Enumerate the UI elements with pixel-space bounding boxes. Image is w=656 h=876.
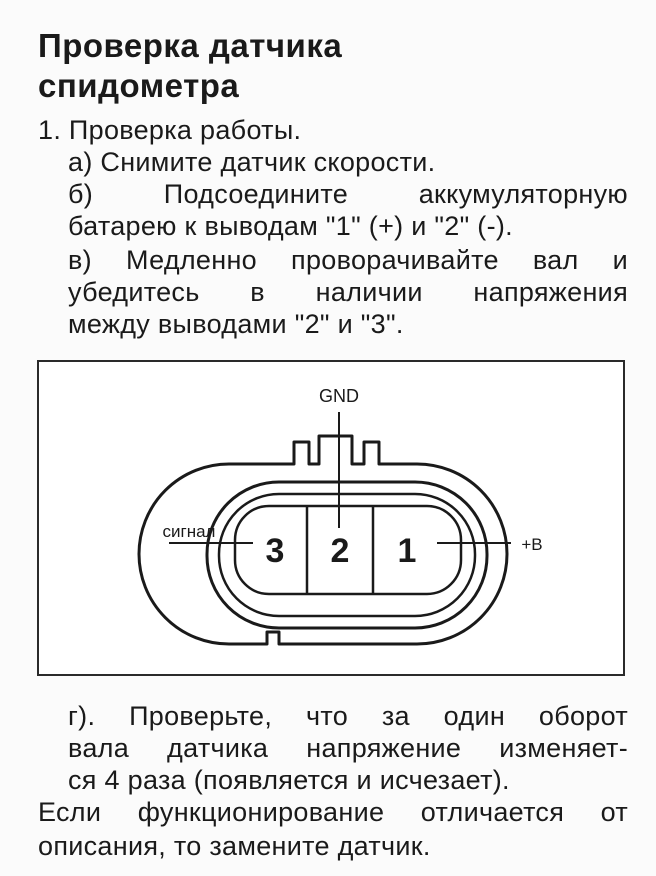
- signal-label: сигнал: [163, 522, 216, 541]
- step-c-line-2: убедитесь в наличии напряжения: [68, 277, 628, 307]
- connector-diagram-svg: GND сигнал +B 3 2 1: [137, 386, 543, 646]
- step-a: а) Снимите датчик скорости.: [68, 147, 436, 177]
- final-line-1: Если функционирование отличается от: [38, 797, 628, 827]
- step-c-line-1: в) Медленно проворачивайте вал и: [68, 245, 628, 275]
- pin-2-label: 2: [331, 532, 350, 570]
- title-line-2: спидометра: [38, 67, 240, 104]
- plus-b-label: +B: [521, 535, 542, 554]
- page-title: Проверка датчика спидометра: [38, 26, 618, 106]
- pin-1-label: 1: [398, 532, 417, 570]
- connector-middle-ring: [205, 480, 489, 630]
- connector-outer-housing: [137, 434, 509, 646]
- item-1-heading: 1. Проверка работы.: [38, 115, 302, 145]
- step-d-line-1: г). Проверьте, что за один оборот: [68, 701, 628, 731]
- step-b-line-1: б) Подсоедините аккумуляторную: [68, 179, 628, 209]
- connector-inner-ring: [217, 492, 477, 618]
- gnd-label: GND: [319, 386, 359, 406]
- title-line-1: Проверка датчика: [38, 27, 343, 64]
- connector-diagram: GND сигнал +B 3 2 1: [37, 360, 625, 676]
- terminal-block: [233, 504, 463, 596]
- step-b-line-2: батарею к выводам "1" (+) и "2" (-).: [68, 211, 513, 241]
- pin-3-label: 3: [266, 532, 285, 570]
- step-d-line-2: вала датчика напряжение изменяет-: [68, 733, 628, 763]
- final-line-2: описания, то замените датчик.: [38, 831, 431, 861]
- step-d-line-3: ся 4 раза (появляется и исчезает).: [68, 765, 510, 795]
- step-c-line-3: между выводами "2" и "3".: [68, 309, 404, 339]
